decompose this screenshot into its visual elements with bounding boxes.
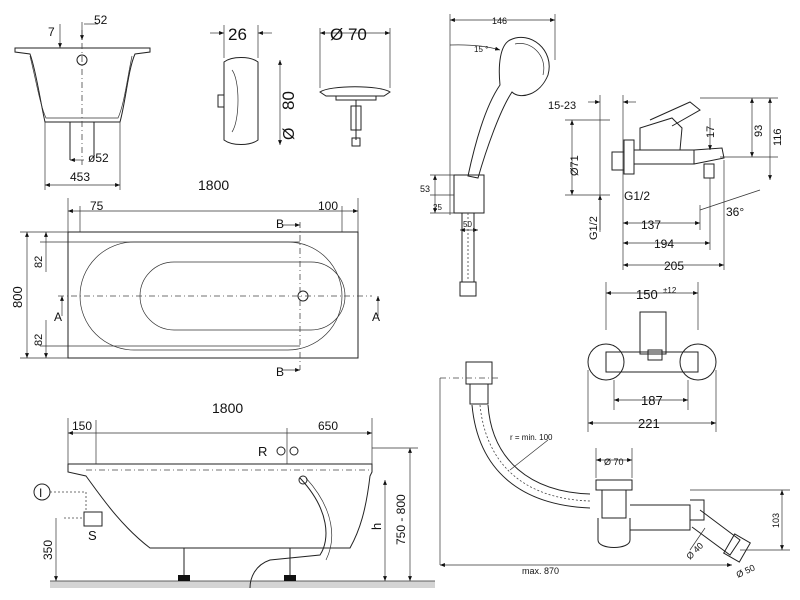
dim-outlet-50: Ø 50	[735, 563, 757, 580]
dim-82-top: 82	[33, 256, 45, 268]
dim-rim-height: 750 - 800	[394, 494, 408, 545]
drain-plug: Ø 70	[319, 25, 391, 147]
dim-93: 93	[753, 125, 765, 137]
label-section-a-right: A	[372, 310, 380, 324]
floor	[50, 581, 435, 588]
tub-cross-section: 7 52 ø52 453	[14, 13, 151, 190]
dim-centers-tolerance: ±12	[663, 286, 677, 295]
dim-thread-horizontal: G1/2	[624, 189, 650, 203]
dim-75: 75	[90, 199, 104, 213]
dim-width: 453	[70, 170, 90, 184]
dim-shower-53: 53	[420, 184, 430, 194]
dim-overflow: 52	[94, 13, 108, 27]
dim-82-bottom: 82	[33, 334, 45, 346]
dim-shower-angle: 15 °	[474, 45, 488, 54]
dim-17: 17	[705, 126, 717, 138]
label-i: I	[39, 486, 42, 500]
label-section-b-top: B	[276, 217, 284, 231]
dim-rosette: Ø71	[569, 155, 581, 176]
dim-max-length: max. 870	[522, 566, 559, 576]
label-section-a-left: A	[54, 310, 62, 324]
dim-150: 150	[72, 419, 92, 433]
dim-handle-width: 26	[228, 25, 247, 44]
hand-shower: 146 15 ° 53 25 50	[420, 14, 556, 297]
dim-outlet-40: Ø 40	[684, 541, 705, 562]
dim-205: 205	[664, 259, 684, 273]
label-section-b-bottom: B	[276, 365, 284, 379]
dim-h: h	[369, 523, 384, 530]
dim-plug-diameter: Ø 70	[330, 25, 367, 44]
dim-350: 350	[41, 540, 55, 560]
fitting-hole-r	[276, 446, 286, 456]
dim-116: 116	[772, 128, 784, 146]
dim-650: 650	[318, 419, 338, 433]
dim-flange: 7	[48, 25, 55, 39]
dim-centers: 150	[636, 287, 658, 302]
dim-spout-angle: 36°	[726, 205, 744, 219]
grab-handle: 26 80 Ø	[210, 25, 298, 145]
dim-tub-width: 800	[10, 286, 25, 308]
label-s: S	[88, 528, 97, 543]
dim-137: 137	[641, 218, 661, 232]
dim-waste: ø52	[88, 151, 109, 165]
label-r: R	[258, 444, 267, 459]
bath-mixer-front-view: 150 ±12 187 221	[587, 282, 717, 432]
dim-waste-plug: Ø 70	[604, 457, 624, 467]
dim-wall-gap: 15-23	[548, 100, 576, 112]
bathtub-elevation: 1800 150 650 R I S 350 h 750 - 800	[33, 400, 435, 589]
dim-187: 187	[641, 393, 663, 408]
dim-handle-height: 80	[279, 91, 298, 110]
dim-shower-25: 25	[433, 203, 442, 212]
waste-overflow-set: r = min. 100 Ø 70 103 Ø 40 Ø 50 max. 870	[439, 361, 790, 580]
dim-103: 103	[771, 513, 781, 528]
overflow-hole	[76, 54, 88, 66]
dim-194: 194	[654, 237, 674, 251]
fitting-hole	[289, 446, 299, 456]
diameter-symbol: Ø	[281, 128, 298, 140]
dim-221: 221	[638, 416, 660, 431]
bath-mixer-side-view: 15-23 Ø71 17 93 116 G1/2 G1/2 36° 137 19…	[548, 95, 784, 273]
dim-shower-width: 146	[492, 16, 507, 26]
bathtub-plan-view: 1800 75 100 B B A A 800 82 82	[10, 177, 380, 379]
dim-tub-length: 1800	[198, 177, 229, 193]
dim-thread-vertical: G1/2	[588, 216, 600, 240]
dim-tub-length-elev: 1800	[212, 400, 243, 416]
dim-100: 100	[318, 199, 338, 213]
dim-hose-radius: r = min. 100	[510, 433, 553, 442]
dim-shower-50: 50	[463, 220, 472, 229]
